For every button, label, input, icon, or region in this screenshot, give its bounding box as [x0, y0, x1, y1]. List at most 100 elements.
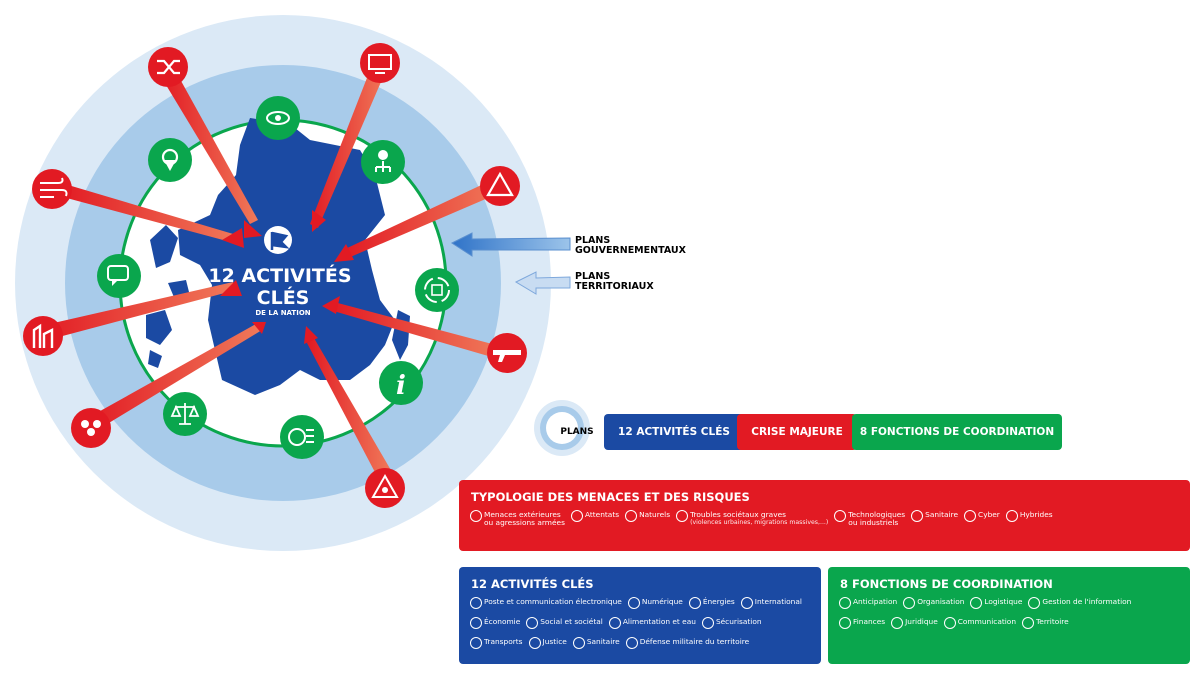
- item-label-line2: ou industriels: [848, 518, 899, 528]
- coin-stack-lines: [306, 429, 314, 443]
- item-label: Finances: [853, 617, 886, 626]
- box-icon-shape: [431, 284, 443, 296]
- recycle-box-icon: [415, 268, 459, 312]
- item-icon: [1022, 617, 1035, 629]
- legend-item: Troubles sociétaux graves(violences urba…: [676, 510, 828, 528]
- item-icon: [625, 637, 638, 649]
- legend-item: Énergies: [688, 597, 735, 610]
- item-text: Naturels: [639, 510, 671, 519]
- legend-fonctions: 8 FONCTIONS DE COORDINATION: [852, 414, 1062, 450]
- item-icon: [834, 510, 847, 522]
- item-icon: [570, 510, 583, 522]
- item-text: Communication: [957, 617, 1017, 626]
- wind-icon-lines: [40, 177, 68, 198]
- legend-item: Attentats: [570, 510, 619, 528]
- item-text: Hybrides: [1019, 510, 1053, 519]
- item-label: Économie: [484, 617, 521, 626]
- gouvernementaux-word: GOUVERNEMENTAUX: [575, 245, 686, 256]
- item-label: Énergies: [702, 597, 735, 606]
- item-text: Anticipation: [853, 597, 897, 606]
- item-label: Défense militaire du territoire: [639, 637, 750, 646]
- biohazard-dot: [382, 487, 388, 493]
- item-icon: [1005, 510, 1018, 522]
- plans-gouvernementaux-label: PLANS GOUVERNEMENTAUX: [575, 236, 686, 256]
- org-chart-icon-head: [378, 150, 388, 160]
- item-text: Logistique: [984, 597, 1022, 606]
- warning-icon-shape: [486, 171, 514, 197]
- item-icon: [701, 617, 714, 629]
- item-text: Poste et communication électronique: [484, 597, 622, 606]
- arrow-head: [244, 220, 262, 238]
- legend-activites: 12 ACTIVITÉS CLÉS: [604, 414, 744, 450]
- item-label: Naturels: [639, 510, 671, 519]
- item-text: Économie: [484, 617, 521, 626]
- legend-item: Communication: [943, 617, 1017, 630]
- org-chart-icon-lines: [375, 161, 391, 172]
- center-subtitle: DE LA NATION: [255, 309, 310, 317]
- item-text: Cyber: [978, 510, 1000, 519]
- item-label: Alimentation et eau: [622, 617, 696, 626]
- item-icon: [470, 617, 482, 629]
- eye-icon-outline: [266, 111, 290, 125]
- legend-item: Transports: [470, 637, 523, 650]
- item-label: Hybrides: [1019, 510, 1053, 519]
- crowd-icon-person: [87, 428, 95, 436]
- legend-crise: CRISE MAJEURE: [737, 414, 857, 450]
- item-icon: [470, 510, 482, 522]
- overseas-map-3: [146, 310, 172, 345]
- info-icon: [379, 361, 423, 405]
- arrow-head: [312, 210, 326, 232]
- legend-item: Poste et communication électronique: [470, 597, 622, 610]
- item-icon: [740, 597, 753, 609]
- item-icon: [688, 597, 701, 609]
- chat-icon: [97, 254, 141, 298]
- item-label: Sanitaire: [586, 637, 620, 646]
- item-text: Gestion de l'information: [1042, 597, 1131, 606]
- fonctions-list: Anticipation Organisation Logistique Gestio…: [839, 597, 1182, 630]
- item-icon: [528, 637, 541, 649]
- item-label: Justice: [542, 637, 567, 646]
- crowd-icon-person: [81, 420, 89, 428]
- item-text: Défense militaire du territoire: [639, 637, 750, 646]
- info-icon-glyph: i: [396, 371, 406, 401]
- item-icon: [625, 510, 638, 522]
- legend-item: Justice: [528, 637, 567, 650]
- legend-item: Cyber: [964, 510, 1000, 528]
- plans-territoriaux-label: PLANS TERRITORIAUX: [575, 272, 654, 292]
- item-text: Numérique: [641, 597, 683, 606]
- item-icon: [470, 637, 482, 649]
- biohazard-triangle: [371, 473, 399, 498]
- arrow-head: [322, 296, 340, 314]
- legend-item: Organisation: [903, 597, 964, 610]
- flag-icon: [270, 231, 290, 250]
- recycle-icon-ring: [424, 277, 450, 303]
- item-text: Sanitaire: [925, 510, 958, 519]
- item-text: Énergies: [702, 597, 735, 606]
- fonctions-panel: 8 FONCTIONS DE COORDINATION Anticipation…: [828, 567, 1190, 664]
- item-text: Transports: [484, 637, 523, 646]
- item-label: Communication: [957, 617, 1017, 626]
- center-title-line2: CLÉS: [257, 286, 310, 309]
- legend-item: International: [740, 597, 802, 610]
- arrow-head: [304, 326, 318, 344]
- computer-icon-screen: [368, 54, 392, 70]
- menaces-title: TYPOLOGIE DES MENACES ET DES RISQUES: [471, 490, 750, 504]
- item-text: Alimentation et eau: [622, 617, 696, 626]
- item-icon: [970, 597, 983, 609]
- legend-item: Anticipation: [839, 597, 897, 610]
- computer-virus-icon: [360, 43, 400, 83]
- item-text: Territoire: [1036, 617, 1069, 626]
- activity-icons: i: [97, 96, 459, 459]
- coin-icon-front: [288, 428, 306, 446]
- item-text: Social et sociétal: [540, 617, 603, 626]
- chat-icon-tail: [112, 280, 118, 286]
- item-label: Technologiques: [848, 510, 906, 519]
- item-text: Troubles sociétaux graves(violences urba…: [690, 510, 828, 526]
- legend-item: Sécurisation: [701, 617, 762, 630]
- threat-arrow: [330, 302, 502, 360]
- item-label: Numérique: [641, 597, 683, 606]
- arrow-head: [222, 228, 244, 248]
